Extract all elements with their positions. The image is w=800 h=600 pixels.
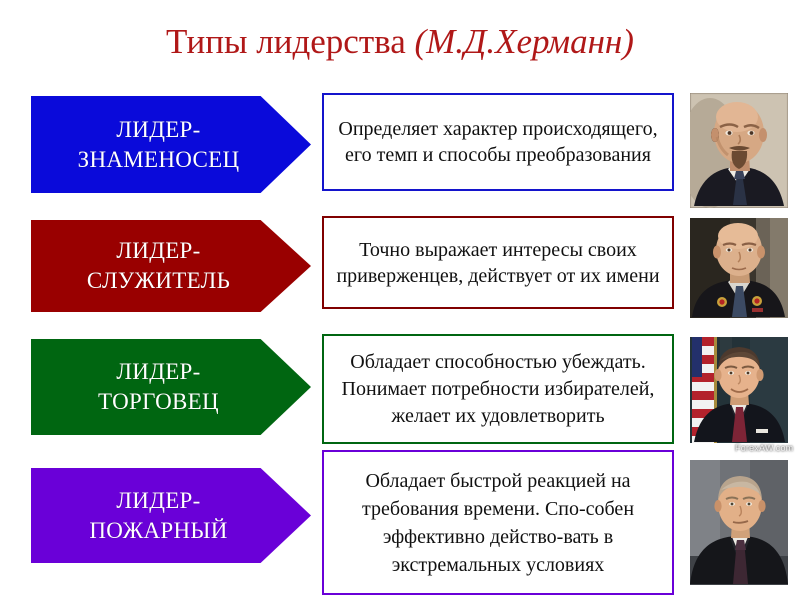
arrow-label-line-1: ЛИДЕР- [116, 359, 201, 384]
reagan-portrait [690, 337, 788, 443]
page-title: Типы лидерства (М.Д.Херманн) [0, 22, 800, 62]
arrow-shape-firefighter[interactable]: ЛИДЕР- ПОЖАРНЫЙ [31, 468, 311, 563]
watermark-forexaw: ForexAW.com [735, 443, 794, 453]
description-text-standard-bearer: Определяет характер происходящего, его т… [338, 118, 658, 166]
arrow-shape-servant[interactable]: ЛИДЕР- СЛУЖИТЕЛЬ [31, 220, 311, 312]
leadership-row-standard-bearer: ЛИДЕР- ЗНАМЕНОСЕЦ Определяет характер пр… [0, 90, 800, 208]
putin-portrait-image [690, 460, 788, 585]
arrow-shape-standard-bearer[interactable]: ЛИДЕР- ЗНАМЕНОСЕЦ [31, 96, 311, 193]
arrow-label-merchant: ЛИДЕР- ТОРГОВЕЦ [31, 357, 286, 417]
page-title-author: (М.Д.Херманн) [414, 22, 634, 61]
arrow-label-line-2: ЗНАМЕНОСЕЦ [77, 146, 240, 172]
khrushchev-portrait [690, 218, 788, 318]
page-title-plain: Типы лидерства [166, 22, 415, 61]
description-box-merchant: Обладает способностью убеждать. Понимает… [322, 334, 674, 444]
leadership-row-merchant: ЛИДЕР- ТОРГОВЕЦ Обладает способностью уб… [0, 334, 800, 450]
reagan-portrait-image [690, 337, 788, 443]
arrow-label-line-1: ЛИДЕР- [116, 487, 201, 513]
khrushchev-portrait-image [690, 218, 788, 318]
lenin-portrait [690, 93, 788, 208]
arrow-label-servant: ЛИДЕР- СЛУЖИТЕЛЬ [31, 236, 286, 296]
arrow-label-line-1: ЛИДЕР- [116, 116, 201, 142]
arrow-label-line-2: ПОЖАРНЫЙ [89, 517, 228, 543]
arrow-label-line-2: СЛУЖИТЕЛЬ [86, 268, 231, 293]
description-box-servant: Точно выражает интересы своих приверженц… [322, 216, 674, 309]
lenin-portrait-image [690, 93, 788, 208]
arrow-shape-merchant[interactable]: ЛИДЕР- ТОРГОВЕЦ [31, 339, 311, 435]
description-box-standard-bearer: Определяет характер происходящего, его т… [322, 93, 674, 191]
description-text-servant: Точно выражает интересы своих приверженц… [336, 238, 660, 287]
description-text-firefighter: Обладает быстрой реакцией на требования … [361, 469, 635, 576]
leadership-row-servant: ЛИДЕР- СЛУЖИТЕЛЬ Точно выражает интересы… [0, 214, 800, 320]
arrow-label-firefighter: ЛИДЕР- ПОЖАРНЫЙ [31, 486, 286, 546]
description-box-firefighter: Обладает быстрой реакцией на требования … [322, 450, 674, 595]
arrow-label-line-1: ЛИДЕР- [116, 238, 201, 263]
description-text-merchant: Обладает способностью убеждать. Понимает… [341, 350, 655, 427]
arrow-label-line-2: ТОРГОВЕЦ [98, 389, 219, 414]
leadership-row-firefighter: ЛИДЕР- ПОЖАРНЫЙ Обладает быстрой реакцие… [0, 450, 800, 595]
arrow-label-standard-bearer: ЛИДЕР- ЗНАМЕНОСЕЦ [31, 115, 286, 175]
putin-portrait [690, 460, 788, 585]
